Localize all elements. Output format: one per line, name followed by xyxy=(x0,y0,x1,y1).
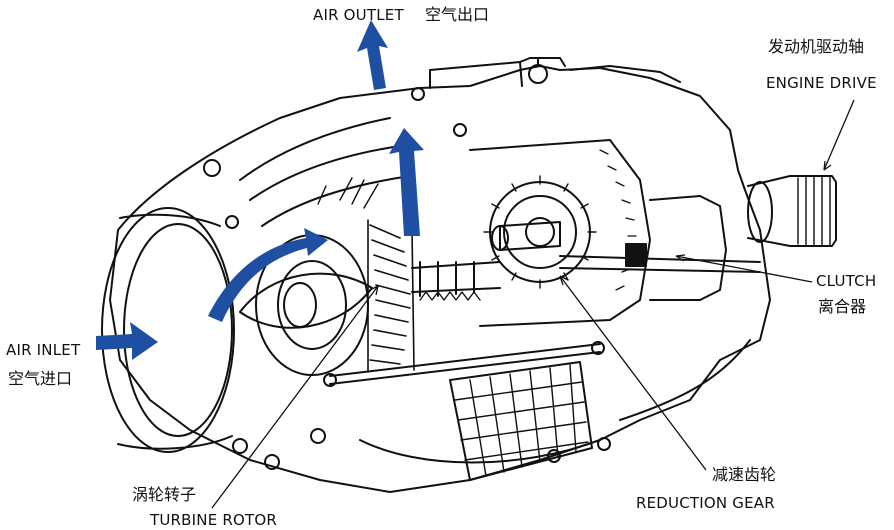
engine-drive-shaft xyxy=(747,175,837,247)
inlet-bolt-3 xyxy=(232,438,248,454)
turbine-hub-inner xyxy=(277,260,347,350)
ring-gear-housing xyxy=(469,139,651,327)
tierod-nut-1 xyxy=(323,373,337,387)
clutch-leader-head xyxy=(675,254,686,262)
reduction-gear-label-en: REDUCTION GEAR xyxy=(636,494,775,512)
clutch-label-en: CLUTCH xyxy=(816,272,877,290)
flange-bolt-1 xyxy=(411,87,425,101)
volute-rib-1 xyxy=(239,117,391,181)
exhaust-grille-frame xyxy=(449,361,593,481)
top-flange xyxy=(429,57,681,89)
inlet-bolt-4 xyxy=(264,454,280,470)
engine-drive-label-zh: 发动机驱动轴 xyxy=(768,37,865,56)
engine-drive-label-en: ENGINE DRIVE xyxy=(766,74,877,92)
air-outlet-label-en: AIR OUTLET xyxy=(313,6,404,24)
reduction-gear-leader xyxy=(559,275,707,471)
outer-housing xyxy=(109,65,771,493)
reduction-gear-label-zh: 减速齿轮 xyxy=(712,465,777,484)
turbine-rotor-label-en: TURBINE ROTOR xyxy=(150,511,277,529)
volute-rib-2 xyxy=(249,145,401,201)
reduction-gear-leader-head xyxy=(559,275,569,286)
reduction-gear-hub xyxy=(525,217,555,247)
inlet-bolt-5 xyxy=(310,428,326,444)
clutch-leader xyxy=(675,255,813,283)
main-shaft xyxy=(411,261,501,297)
lower-bolt-1 xyxy=(547,449,561,463)
tierod-nut-2 xyxy=(591,341,605,355)
top-bolt xyxy=(528,64,548,84)
exhaust-grille-bars xyxy=(454,364,589,477)
inlet-lip xyxy=(117,213,233,450)
lower-shell-line xyxy=(359,339,751,464)
clutch-label-zh: 离合器 xyxy=(818,297,867,316)
air-inlet-label-en: AIR INLET xyxy=(6,341,81,359)
air-inlet-label-zh: 空气进口 xyxy=(8,369,73,388)
air-outlet-label-zh: 空气出口 xyxy=(425,5,490,24)
drive-flange xyxy=(747,181,773,243)
shaft-spring xyxy=(419,291,481,301)
turbine-blades xyxy=(367,219,415,373)
turbine-rotor-leader xyxy=(211,285,379,509)
turbine-rotor-label-zh: 涡轮转子 xyxy=(132,485,197,504)
engine-drive-leader-head xyxy=(823,160,832,171)
engine-drive-leader xyxy=(823,99,855,171)
air-inlet-inner-ring xyxy=(123,223,233,437)
turbine-rotor-leader-head xyxy=(369,285,379,296)
air-inlet-arrow xyxy=(96,322,158,360)
lower-tierod xyxy=(329,343,601,385)
clutch-shaft-1 xyxy=(559,255,761,263)
lower-bolt-2 xyxy=(597,437,611,451)
compressor-fan xyxy=(317,177,379,209)
drive-spline xyxy=(797,176,831,246)
inlet-bolt-1 xyxy=(203,159,221,177)
air-inlet-bellmouth xyxy=(101,207,235,453)
turbine-hub-cap xyxy=(283,282,317,328)
hub-eye xyxy=(239,272,373,329)
clutch-shaft-2 xyxy=(559,267,761,273)
air-outlet-arrow xyxy=(357,20,388,90)
pinion-end xyxy=(491,225,509,251)
inlet-bolt-2 xyxy=(225,215,239,229)
reduction-gear-inner xyxy=(503,195,577,269)
clutch-pawl xyxy=(625,243,647,267)
air-turn-arrow xyxy=(208,228,328,322)
planet-pinion xyxy=(499,221,561,251)
gear-teeth xyxy=(483,175,597,289)
clutch-assembly xyxy=(649,195,727,301)
air-up-arrow xyxy=(389,128,424,236)
flange-bolt-2 xyxy=(453,123,467,137)
volute-rib-3 xyxy=(261,175,411,227)
